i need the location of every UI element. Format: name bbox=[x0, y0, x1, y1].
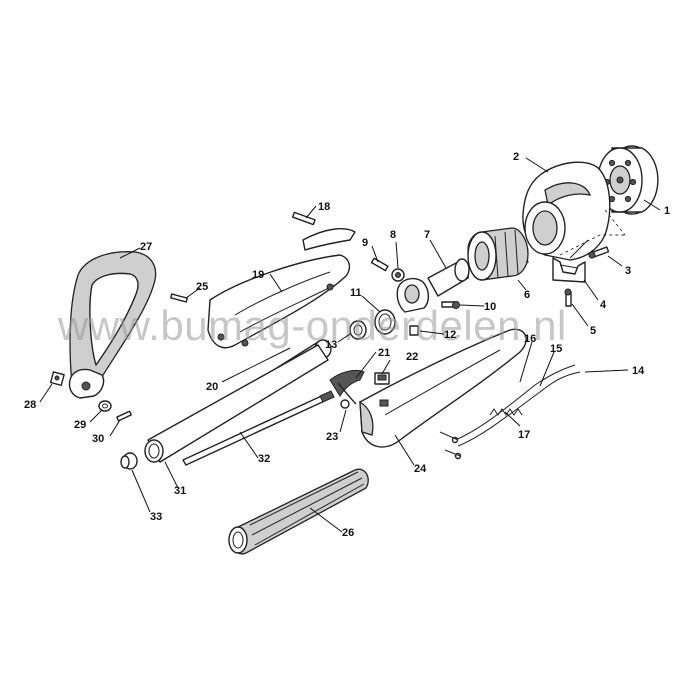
callouts: 1 2 3 4 5 6 7 8 9 10 11 12 13 14 15 16 1… bbox=[24, 151, 670, 539]
watermark-text: www.bumag-onderdelen.nl bbox=[57, 302, 567, 349]
part-2-engine-cover bbox=[522, 161, 611, 261]
callout-13: 13 bbox=[325, 339, 337, 351]
callout-14: 14 bbox=[632, 365, 645, 377]
callout-15: 15 bbox=[550, 343, 562, 355]
callout-23: 23 bbox=[326, 431, 338, 443]
part-18-screw bbox=[291, 211, 316, 226]
callout-33: 33 bbox=[150, 511, 162, 523]
callout-16: 16 bbox=[524, 333, 536, 345]
part-1-spool bbox=[597, 145, 659, 215]
callout-6: 6 bbox=[524, 289, 530, 301]
part-19-housing bbox=[207, 228, 356, 349]
part-5-screw bbox=[564, 288, 572, 307]
part-32-drive-shaft bbox=[182, 390, 335, 466]
part-13-ring bbox=[349, 320, 367, 340]
callout-24: 24 bbox=[414, 463, 427, 475]
part-28-nut bbox=[49, 371, 65, 387]
part-26-foam-grip bbox=[228, 468, 369, 555]
part-14-15-16-cables bbox=[439, 364, 581, 460]
callout-9: 9 bbox=[362, 237, 368, 249]
callout-11: 11 bbox=[350, 287, 362, 299]
callout-28: 28 bbox=[24, 399, 36, 411]
callout-31: 31 bbox=[174, 485, 186, 497]
callout-27: 27 bbox=[140, 241, 152, 253]
callout-17: 17 bbox=[518, 429, 530, 441]
part-17-spring bbox=[489, 408, 523, 416]
part-22-switch bbox=[374, 372, 390, 385]
callout-2: 2 bbox=[513, 151, 519, 163]
callout-1: 1 bbox=[664, 205, 670, 217]
callout-25: 25 bbox=[196, 281, 208, 293]
callout-32: 32 bbox=[258, 453, 270, 465]
callout-26: 26 bbox=[342, 527, 354, 539]
callout-4: 4 bbox=[600, 299, 607, 311]
part-25-screw bbox=[170, 293, 188, 303]
part-4-bracket bbox=[552, 257, 586, 283]
part-11-ring bbox=[374, 309, 396, 335]
part-12-nut bbox=[409, 325, 419, 336]
part-9-screw bbox=[370, 257, 389, 272]
part-31-main-tube bbox=[144, 344, 329, 463]
callout-20: 20 bbox=[206, 381, 218, 393]
part-30-screw bbox=[116, 410, 132, 422]
part-33-end-cap bbox=[120, 452, 138, 470]
callout-7: 7 bbox=[424, 229, 430, 241]
leader-lines bbox=[39, 157, 661, 533]
part-29-washer bbox=[98, 400, 112, 412]
part-8-nut bbox=[391, 268, 405, 282]
callout-10: 10 bbox=[484, 301, 496, 313]
callout-5: 5 bbox=[590, 325, 596, 337]
callout-18: 18 bbox=[318, 201, 330, 213]
part-27-loop-handle bbox=[68, 251, 157, 399]
callout-22: 22 bbox=[406, 351, 418, 363]
part-10-screw bbox=[441, 301, 460, 309]
callout-3: 3 bbox=[625, 265, 631, 277]
callout-29: 29 bbox=[74, 419, 86, 431]
part-23-washer bbox=[340, 399, 350, 409]
part-24-rear-housing bbox=[359, 328, 527, 448]
callout-30: 30 bbox=[92, 433, 104, 445]
part-21-trigger bbox=[329, 369, 365, 405]
part-7-tube-clamp bbox=[396, 258, 470, 313]
part-3-screw bbox=[588, 246, 610, 259]
part-6-sleeve bbox=[467, 227, 529, 281]
callout-8: 8 bbox=[390, 229, 396, 241]
callout-12: 12 bbox=[444, 329, 456, 341]
callout-19: 19 bbox=[252, 269, 264, 281]
callout-21: 21 bbox=[378, 347, 390, 359]
